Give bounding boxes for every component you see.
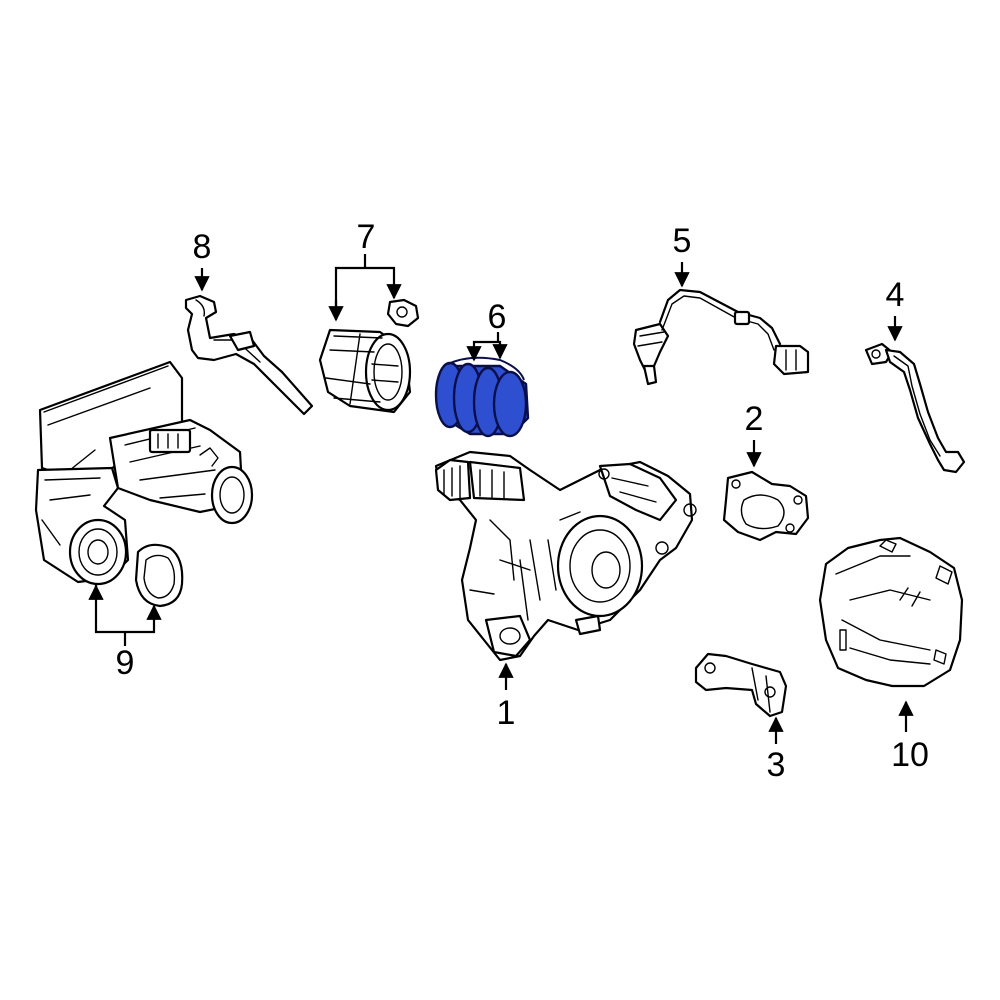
callout-4[interactable]: 4 <box>886 276 905 314</box>
callout-6[interactable]: 6 <box>488 298 507 336</box>
part-1-turbocharger[interactable] <box>434 450 697 662</box>
part-6-intake-hose-highlighted[interactable] <box>434 356 530 438</box>
callout-10[interactable]: 10 <box>891 736 929 774</box>
part-2-gasket[interactable] <box>722 470 810 542</box>
part-10-heat-shield[interactable] <box>818 536 964 688</box>
callout-9[interactable]: 9 <box>116 644 135 682</box>
part-7-clamp[interactable] <box>386 298 420 328</box>
part-3-bracket[interactable] <box>694 652 788 718</box>
part-7-hose[interactable] <box>318 328 412 414</box>
callout-3[interactable]: 3 <box>767 746 786 784</box>
callout-2[interactable]: 2 <box>745 400 764 438</box>
part-4-pipe[interactable] <box>864 342 966 474</box>
callout-1[interactable]: 1 <box>497 694 516 732</box>
callout-5[interactable]: 5 <box>673 222 692 260</box>
callout-numbers: 8 7 6 5 4 2 9 1 3 10 <box>116 218 929 784</box>
part-9-gasket[interactable] <box>134 543 184 608</box>
callout-leaders <box>88 254 914 744</box>
callout-7[interactable]: 7 <box>357 218 376 256</box>
leader-6b <box>472 340 508 360</box>
part-8-tube[interactable] <box>184 294 314 416</box>
leader-7b <box>334 266 402 318</box>
part-5-oxygen-sensor[interactable] <box>632 288 810 386</box>
callout-8[interactable]: 8 <box>193 228 212 266</box>
part-9-intake-duct[interactable] <box>34 360 254 586</box>
